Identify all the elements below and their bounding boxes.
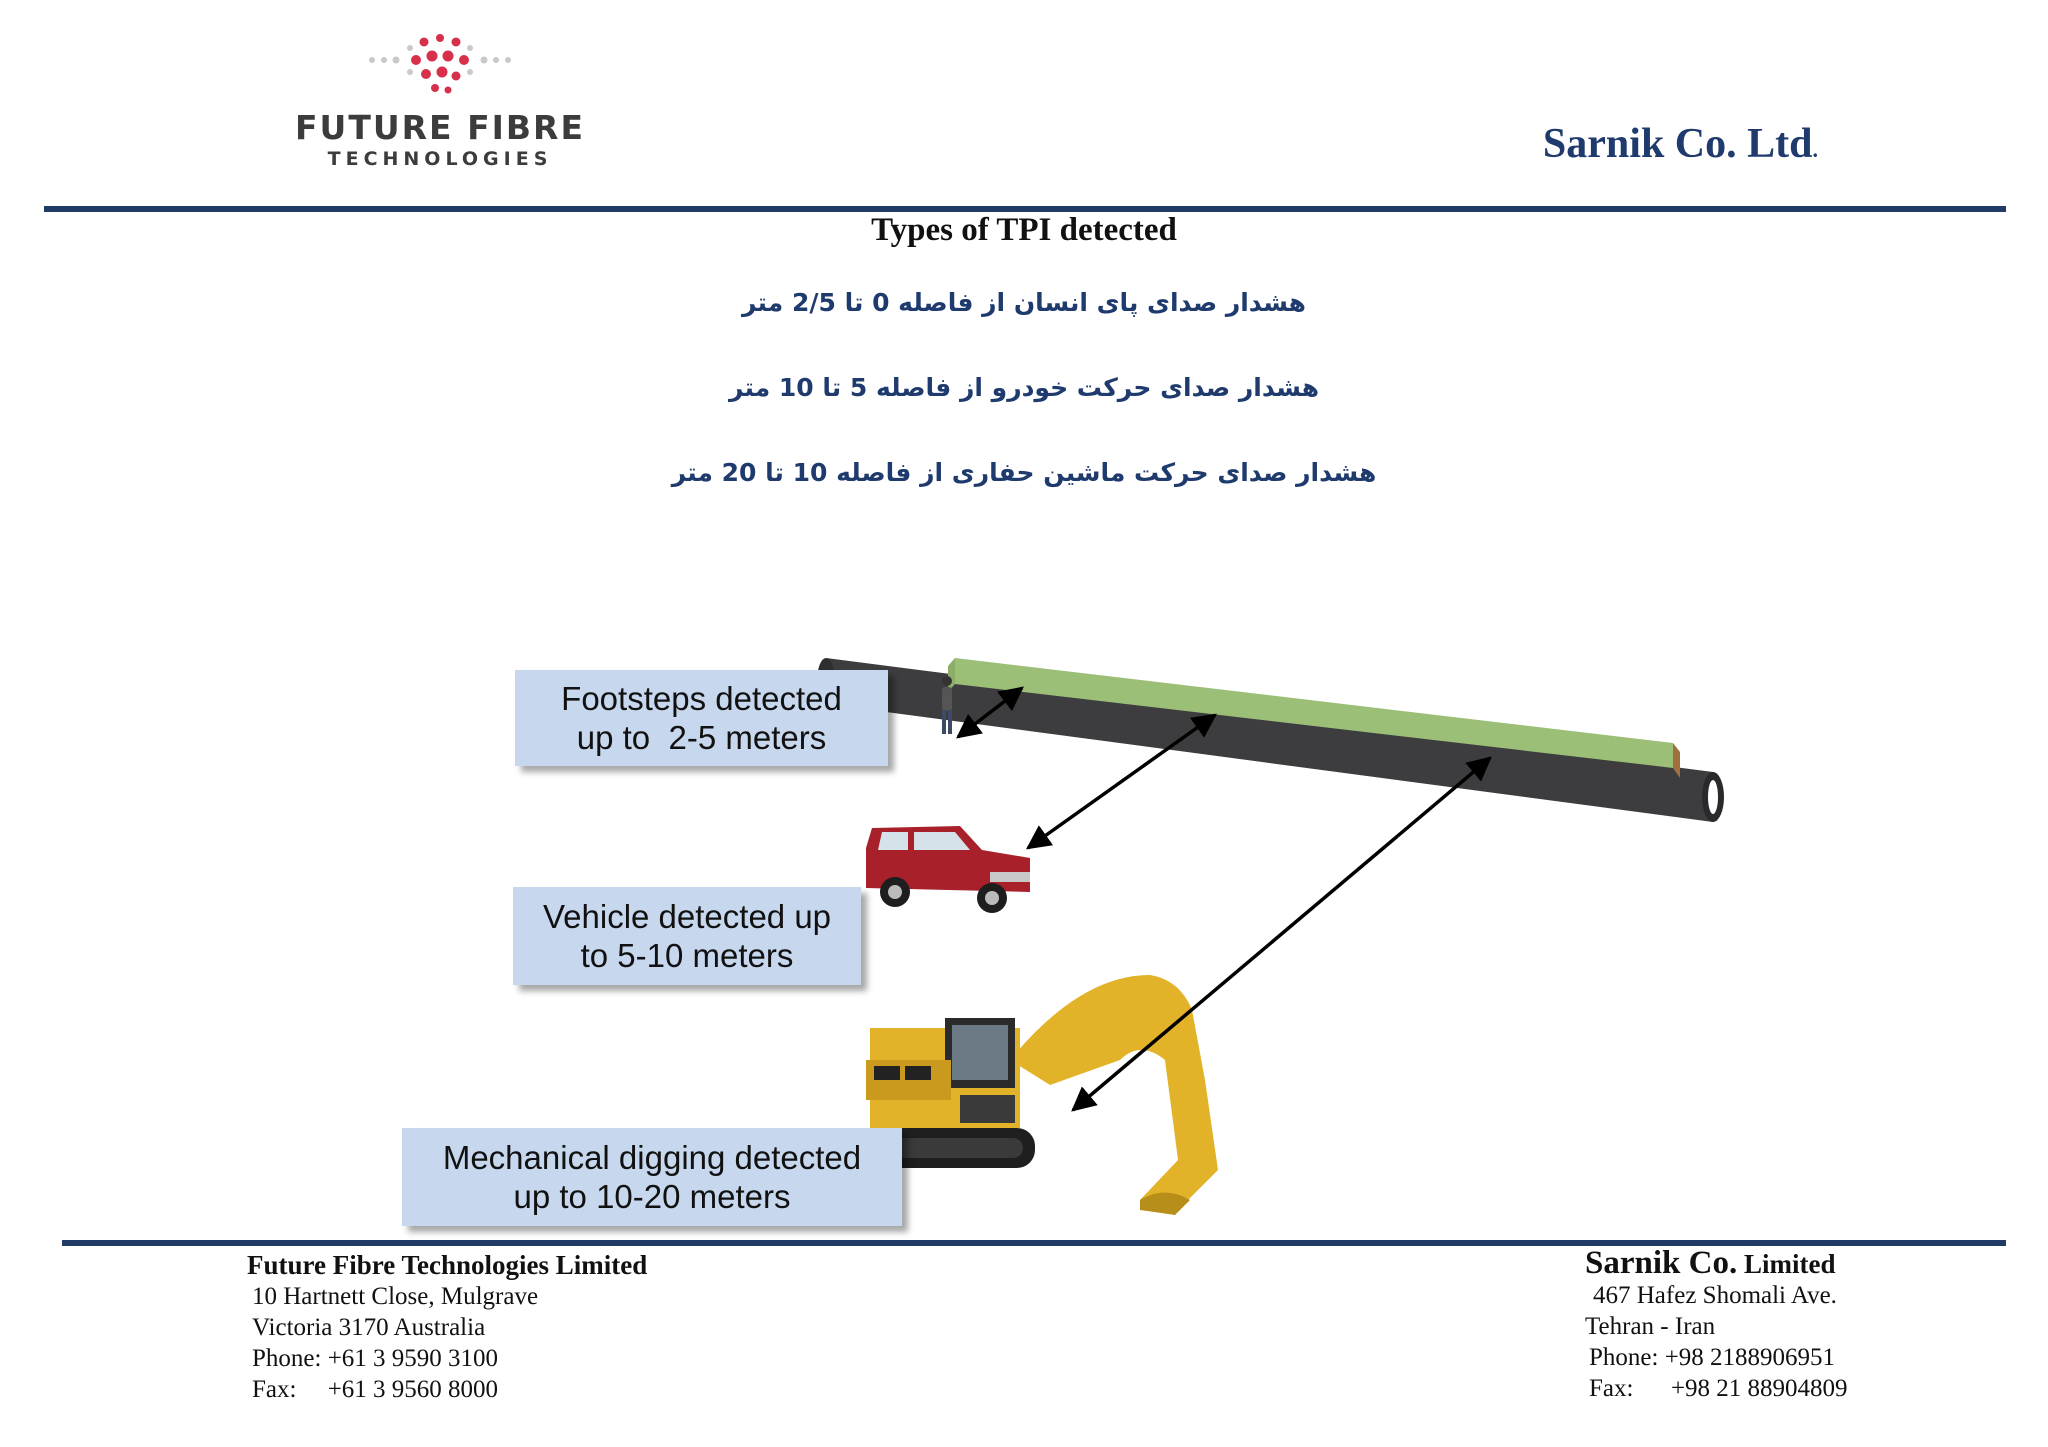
footer-divider bbox=[62, 1240, 2006, 1246]
partner-name-suffix: . bbox=[1812, 137, 1819, 162]
partner-name-text: Sarnik Co. Ltd bbox=[1542, 121, 1813, 167]
footer-sarnik-phone: Phone: +98 2188906951 bbox=[1589, 1344, 1836, 1371]
arrow-digging bbox=[1071, 756, 1492, 1112]
callout-footsteps: Footsteps detected up to 2-5 meters bbox=[515, 670, 888, 766]
footer-sarnik-contact: Sarnik Co. Limited 467 Hafez Shomali Ave… bbox=[1585, 1245, 1848, 1404]
person-icon bbox=[942, 676, 952, 734]
future-fibre-logo: FUTURE FIBRE TECHNOLOGIES bbox=[270, 30, 610, 170]
persian-line-digging: هشدار صدای حرکت ماشین حفاری از فاصله 10 … bbox=[671, 458, 1377, 487]
excavator-icon bbox=[866, 975, 1218, 1215]
header-divider bbox=[44, 206, 2006, 212]
callout-vehicle-line2: to 5-10 meters bbox=[580, 937, 794, 974]
partner-name: Sarnik Co. Ltd. bbox=[1543, 120, 1818, 168]
footer-sarnik-company-main: Sarnik Co. bbox=[1585, 1245, 1738, 1281]
range-arrows bbox=[956, 686, 1492, 1112]
logo-name: FUTURE FIBRE bbox=[294, 108, 585, 147]
callout-footsteps-line2: up to 2-5 meters bbox=[576, 719, 827, 756]
logo-dots-icon bbox=[369, 34, 511, 94]
footer-sarnik-fax: Fax: +98 21 88904809 bbox=[1589, 1375, 1848, 1402]
persian-line-vehicle: هشدار صدای حرکت خودرو از فاصله 5 تا 10 م… bbox=[728, 373, 1320, 402]
trench bbox=[948, 658, 1680, 778]
callout-footsteps-line1: Footsteps detected bbox=[561, 680, 842, 717]
callout-vehicle: Vehicle detected up to 5-10 meters bbox=[513, 887, 861, 985]
callout-vehicle-line1: Vehicle detected up bbox=[542, 898, 832, 935]
footer-ftt-contact: Future Fibre Technologies Limited 10 Har… bbox=[247, 1250, 647, 1405]
footer-ftt-address2: Victoria 3170 Australia bbox=[252, 1314, 486, 1341]
footer-sarnik-address1: 467 Hafez Shomali Ave. bbox=[1593, 1282, 1837, 1309]
footer-sarnik-address2: Tehran - Iran bbox=[1585, 1313, 1716, 1340]
footer-sarnik-company: Sarnik Co. Limited bbox=[1585, 1245, 1848, 1281]
footer-sarnik-company-suffix: Limited bbox=[1737, 1249, 1836, 1279]
logo-subtitle: TECHNOLOGIES bbox=[327, 148, 553, 170]
footer-ftt-address1: 10 Hartnett Close, Mulgrave bbox=[252, 1283, 539, 1310]
callout-digging-line2: up to 10-20 meters bbox=[513, 1178, 791, 1215]
callout-digging-line1: Mechanical digging detected bbox=[442, 1139, 862, 1176]
vehicle-icon bbox=[866, 826, 1030, 913]
footer-ftt-phone: Phone: +61 3 9590 3100 bbox=[252, 1345, 499, 1372]
arrow-footsteps bbox=[956, 686, 1024, 739]
footer-ftt-company: Future Fibre Technologies Limited bbox=[247, 1250, 648, 1280]
callout-digging: Mechanical digging detected up to 10-20 … bbox=[402, 1128, 902, 1226]
page-title: Types of TPI detected bbox=[871, 212, 1177, 248]
footer-ftt-fax: Fax: +61 3 9560 8000 bbox=[252, 1376, 499, 1403]
persian-line-footsteps: هشدار صدای پای انسان از فاصله 0 تا 2/5 م… bbox=[742, 288, 1306, 317]
